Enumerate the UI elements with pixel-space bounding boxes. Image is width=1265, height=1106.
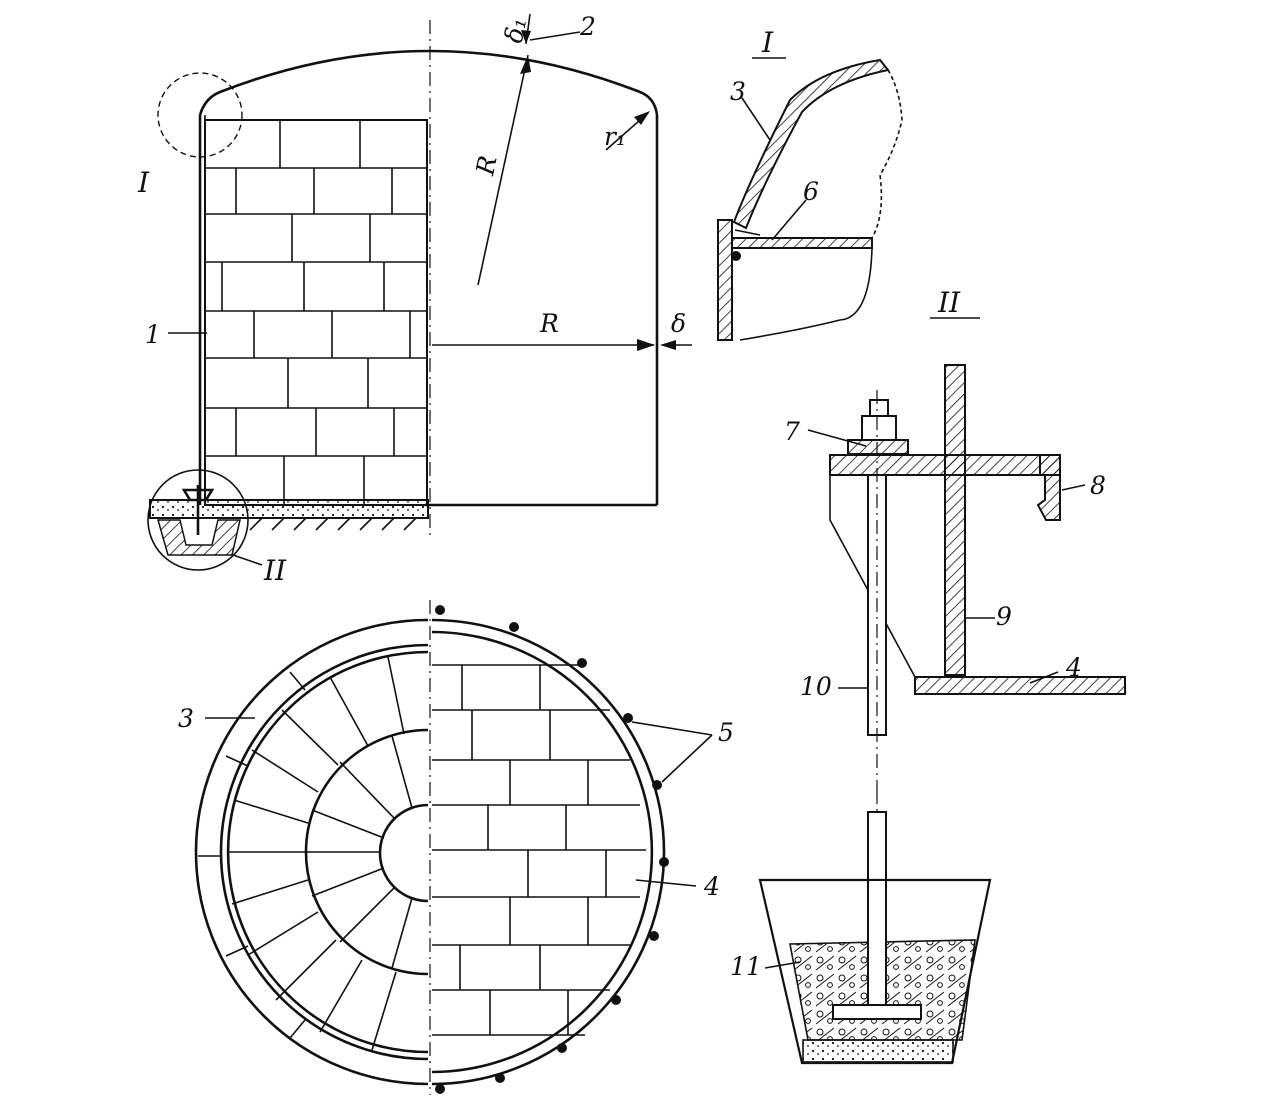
anchor-bolt [659,857,669,867]
detail-II-bracket-plate [829,454,1061,476]
leader-5b [661,734,713,783]
label-10: 10 [800,672,832,701]
leader-8 [1061,484,1086,491]
anchor-bolt [623,713,633,723]
detail-I: 3 6 I [717,26,903,341]
label-1: 1 [145,320,161,349]
plan-inner-segments [306,735,413,969]
detail-II-bottom-plate [914,676,1126,695]
leader-3-detail [741,97,771,141]
leader-2 [529,31,581,41]
dome-roof [198,49,659,116]
label-3-plan: 3 [178,704,194,733]
leader-5a [631,721,713,736]
anchor-bolt [509,622,519,632]
brick-cutaway [204,119,428,506]
label-8: 8 [1090,471,1106,500]
detail-II-washer [847,439,909,455]
detail-II-sand-base [802,1039,954,1063]
label-11: 11 [730,952,762,981]
label-7: 7 [784,417,800,446]
detail-II: II 7 8 9 4 [730,286,1126,1065]
detail-II-wall [944,364,966,676]
plan-outer-ring [194,618,429,1086]
detail-II-nut [861,415,897,441]
label-detail-I-ref: I [137,166,150,199]
tank-elevation: 1 2 I II R R r₁ δ δ₁ [137,12,692,587]
leader-4-plan [635,879,697,887]
anchor-bolt [652,780,662,790]
label-3-detail: 3 [730,77,746,106]
plan-center-ring [378,803,429,903]
leader-7 [807,429,867,447]
leader-11 [764,961,801,969]
label-9: 9 [996,602,1012,631]
detail-I-wall [717,219,733,341]
detail-I-dome-shell [732,58,890,230]
label-2: 2 [579,12,596,41]
leader-4-detail [1029,671,1059,684]
ground-hatch [249,517,417,531]
dome-radius-line [477,54,529,286]
label-detail-II-ref: II [263,554,287,587]
plan-ring-2 [219,643,429,1061]
detail-II-angle [1036,454,1061,521]
title-detail-I: I [761,26,774,59]
label-dome-thickness: δ₁ [499,15,533,46]
detail-I-ring [731,237,873,249]
label-wall-thickness: δ [671,309,686,338]
detail-II-anchor-plate [832,1004,922,1020]
anchor-bolt [435,605,445,615]
detail-II-circle [147,469,249,571]
plan-annular-segments [228,656,405,1051]
detail-I-weld [731,251,741,261]
anchor-bolt [495,1073,505,1083]
label-4-plan: 4 [703,872,720,901]
label-5: 5 [718,718,734,747]
foundation-slab [149,499,429,519]
label-radius-base: R [539,309,559,338]
label-6: 6 [803,177,819,206]
anchor-bolt [577,658,587,668]
leader-6 [771,199,807,241]
anchor-bolt [557,1043,567,1053]
detail-I-circle [157,72,243,158]
leader-II [232,554,263,566]
anchor-bolt [435,1084,445,1094]
title-detail-II: II [937,286,961,319]
label-radius-dome: R [470,153,502,178]
anchor-bolts [435,605,669,1094]
anchor-pit [157,485,241,556]
detail-I-break [871,69,903,239]
anchor-bolt [649,931,659,941]
label-4-detail: 4 [1065,653,1082,682]
anchor-bolt [611,995,621,1005]
tank-plan: 3 5 4 [178,600,734,1095]
label-knuckle-radius: r₁ [604,122,626,151]
plan-brick-bottom [432,664,646,1036]
